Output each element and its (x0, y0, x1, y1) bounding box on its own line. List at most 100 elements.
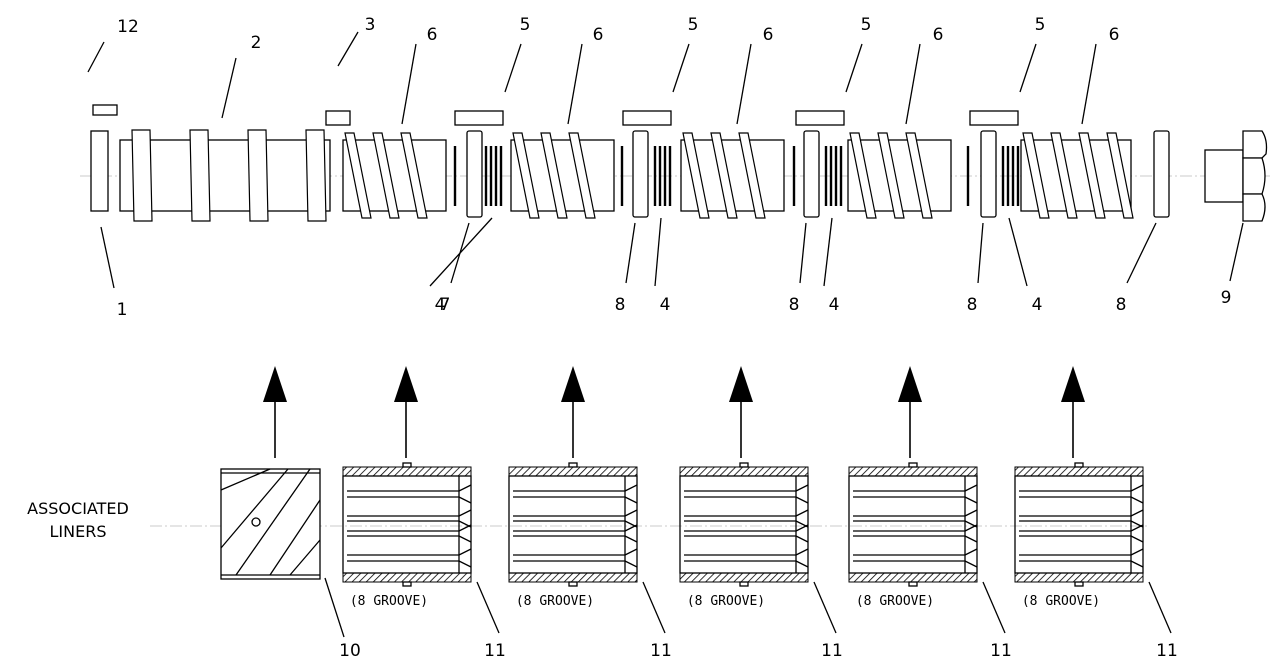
callout-5: 5 (1035, 15, 1046, 35)
liner-wall-bottom (508, 572, 638, 583)
screw-element-flight (568, 132, 596, 219)
screw-element-flight (540, 132, 568, 219)
screw-element: 6 (847, 25, 952, 219)
callout-4: 4 (829, 295, 840, 315)
callout-9: 9 (1221, 288, 1232, 308)
callout-11: 11 (484, 641, 506, 660)
feed-screw: 2 (119, 33, 331, 222)
liner-groove-count: (8 GROOVE) (516, 594, 594, 609)
feed-liner-groove (220, 468, 289, 549)
feed-liner-groove (220, 468, 271, 491)
associated-liners-label-line2: LINERS (50, 522, 107, 541)
thrust-ring: 8 (967, 130, 997, 315)
liner-wall-top (342, 466, 472, 477)
end-plate: 1 (90, 130, 128, 320)
feed-liner-groove (269, 499, 321, 576)
barrel-liner: (8 GROOVE) 11 (508, 462, 672, 660)
feed-screw-flight (305, 129, 327, 222)
callout-4: 4 (1032, 295, 1043, 315)
screw-element-flight (1050, 132, 1078, 219)
key: 3 (325, 15, 376, 126)
callout-1: 1 (117, 300, 128, 320)
feed-liner-groove (289, 539, 321, 576)
assembly-arrow (263, 366, 287, 458)
callout-3: 3 (365, 15, 376, 35)
screw-element-assembly: 6 6 6 6 6 5 5 5 5 7 8 8 8 8 4 4 4 4 (342, 15, 1170, 315)
screw-element-flight (400, 132, 428, 219)
feed-screw-flight (189, 129, 211, 222)
bundle-clamp: 12 (87, 17, 139, 116)
screw-element-flight (877, 132, 905, 219)
assembly-arrows (263, 366, 1085, 458)
tip-nut: 9 (1204, 130, 1268, 308)
thrust-ring-first: 7 (440, 130, 483, 315)
callout-2: 2 (251, 33, 262, 53)
callout-12: 12 (117, 17, 139, 37)
feed-screw-flight (247, 129, 269, 222)
callout-8: 8 (1116, 295, 1127, 315)
callout-8: 8 (967, 295, 978, 315)
screw-element-flight (738, 132, 766, 219)
barrel-liner: (8 GROOVE) 11 (1014, 462, 1178, 660)
shim-washer-set: 4 (429, 146, 503, 315)
screw-element: 6 (510, 25, 615, 219)
callout-11: 11 (990, 641, 1012, 660)
callout-7: 7 (440, 295, 451, 315)
callout-6: 6 (763, 25, 774, 45)
screw-element-flight (372, 132, 400, 219)
callout-8: 8 (789, 295, 800, 315)
liner-wall-top (848, 466, 978, 477)
liner-wall-bottom (1014, 572, 1144, 583)
sleeve: 5 (454, 15, 531, 126)
screw-element: 6 (680, 25, 785, 219)
callout-11: 11 (1156, 641, 1178, 660)
assembly-arrow (561, 366, 585, 458)
screw-element-flight (905, 132, 933, 219)
liner-groove-count: (8 GROOVE) (1022, 594, 1100, 609)
shim-washer-set: 4 (792, 146, 843, 315)
associated-liners-label-line1: ASSOCIATED (27, 499, 129, 518)
callout-6: 6 (427, 25, 438, 45)
callout-6: 6 (593, 25, 604, 45)
sleeve: 5 (969, 15, 1046, 126)
liner-wall-top (1014, 466, 1144, 477)
feed-screw-flight (131, 129, 153, 222)
assembly-arrow (729, 366, 753, 458)
liner-groove-count: (8 GROOVE) (687, 594, 765, 609)
feed-liner-pin (251, 517, 261, 527)
callout-5: 5 (520, 15, 531, 35)
callout-6: 6 (1109, 25, 1120, 45)
barrel-liner: (8 GROOVE)11 (342, 462, 506, 660)
shim-washer-set: 4 (620, 146, 672, 315)
screw-element-flight (682, 132, 710, 219)
screw-element: 6 (342, 25, 447, 219)
screw-element: 6 (1020, 25, 1134, 219)
callout-5: 5 (688, 15, 699, 35)
shim-washer-set: 4 (966, 146, 1043, 315)
callout-4: 4 (660, 295, 671, 315)
callout-8: 8 (615, 295, 626, 315)
thrust-ring: 8 (1116, 130, 1170, 315)
barrel-liners: (8 GROOVE)11(8 GROOVE)11(8 GROOVE)11(8 G… (342, 462, 1178, 660)
screw-element-flight (710, 132, 738, 219)
screw-element-flight (1078, 132, 1106, 219)
feed-liner-groove (235, 468, 311, 576)
liner-wall-bottom (679, 572, 809, 583)
assembly-arrow (1061, 366, 1085, 458)
screw-element-flight (1106, 132, 1134, 219)
callout-4: 4 (435, 295, 446, 315)
callout-5: 5 (861, 15, 872, 35)
barrel-liner: (8 GROOVE)11 (848, 462, 1012, 660)
thrust-ring: 8 (615, 130, 649, 315)
callout-6: 6 (933, 25, 944, 45)
liner-wall-top (679, 466, 809, 477)
liner-wall-bottom (848, 572, 978, 583)
screw-element-flight (849, 132, 877, 219)
callout-10: 10 (339, 641, 361, 660)
screw-element-flight (1022, 132, 1050, 219)
sleeve: 5 (795, 15, 872, 126)
screw-element-flight (512, 132, 540, 219)
callout-11: 11 (650, 641, 672, 660)
